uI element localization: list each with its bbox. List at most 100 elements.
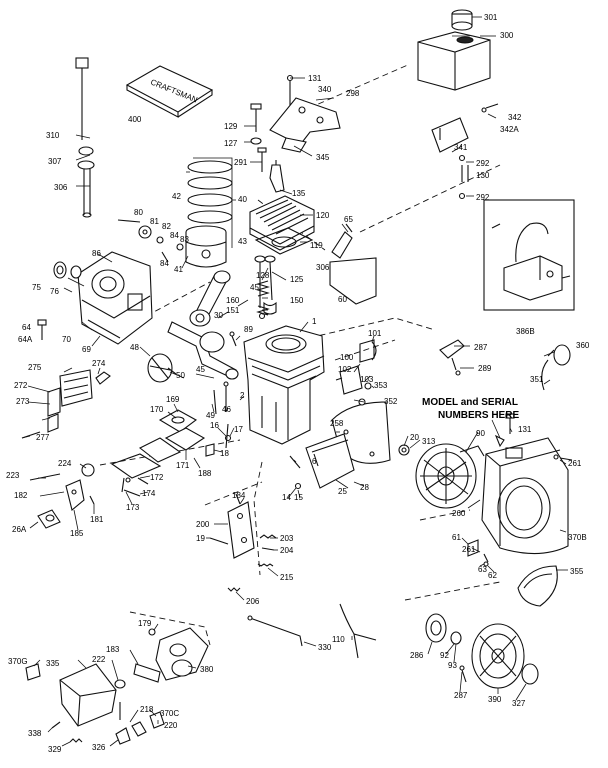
callout: 360 <box>576 341 590 350</box>
oil-seals <box>53 261 82 279</box>
cam-gear <box>147 353 177 383</box>
callout: 353 <box>374 381 388 390</box>
callout: 330 <box>318 643 332 652</box>
choke-parts <box>51 702 165 745</box>
callout: 169 <box>166 395 180 404</box>
housing-screws <box>505 413 573 461</box>
callout: 17 <box>234 425 243 434</box>
breather-assembly <box>335 339 377 395</box>
callout: 223 <box>6 471 20 480</box>
governor-link <box>29 463 95 529</box>
piston-rings <box>187 157 233 248</box>
crankcase-cover <box>77 251 153 345</box>
callout: 75 <box>32 283 41 292</box>
block-screws <box>289 453 319 490</box>
callout: 386B <box>516 327 535 336</box>
valves <box>254 255 277 315</box>
muffler-bracket <box>21 387 61 439</box>
callout: 272 <box>14 381 28 390</box>
callout: 277 <box>36 433 50 442</box>
callout: 390 <box>488 695 502 704</box>
callout: 172 <box>150 473 164 482</box>
callout: 25 <box>338 487 347 496</box>
recoil-starter <box>471 623 525 689</box>
callout: 342 <box>508 113 522 122</box>
callout: 181 <box>90 515 104 524</box>
callout: 84 <box>160 259 169 268</box>
callout: 400 <box>128 115 142 124</box>
callout: 131 <box>308 74 322 83</box>
callout: 131 <box>518 425 532 434</box>
callout: 183 <box>106 645 120 654</box>
note-line-2: NUMBERS HERE <box>438 410 519 421</box>
callout: 287 <box>474 343 488 352</box>
callout: 70 <box>62 335 71 344</box>
callout: 42 <box>172 192 181 201</box>
callout: 15 <box>294 493 303 502</box>
governor-bracket <box>209 493 255 559</box>
callout: 170 <box>150 405 164 414</box>
callout: 313 <box>422 437 436 446</box>
callout: 28 <box>360 483 369 492</box>
ignition-wire <box>339 603 377 659</box>
callout: 76 <box>50 287 59 296</box>
callout: 185 <box>70 529 84 538</box>
callout: 307 <box>48 157 62 166</box>
callout: 174 <box>142 489 156 498</box>
starter-handle <box>517 565 558 607</box>
callout: 258 <box>330 419 344 428</box>
head-gasket <box>254 227 314 255</box>
intake-parts <box>110 409 206 493</box>
engine-block <box>243 325 325 445</box>
air-cleaner <box>25 663 117 727</box>
callout: 130 <box>476 171 490 180</box>
starter-hardware <box>459 663 539 685</box>
callout: 40 <box>238 195 247 204</box>
callout: 19 <box>196 534 205 543</box>
valve-springs <box>256 280 270 320</box>
callout: 62 <box>488 571 497 580</box>
callout: 222 <box>92 655 106 664</box>
callout: 300 <box>500 31 514 40</box>
callout: 298 <box>346 89 360 98</box>
callout: 18 <box>220 449 229 458</box>
air-vane <box>329 223 377 305</box>
callout: 81 <box>150 217 159 226</box>
housing-hardware <box>467 539 489 567</box>
flywheel <box>415 443 485 509</box>
callout: 274 <box>92 359 106 368</box>
air-cleaner-seal <box>114 679 126 689</box>
callout: 64A <box>18 335 33 344</box>
callout: 49 <box>206 411 215 420</box>
back-plate <box>305 433 355 489</box>
fuel-tank-bracket <box>431 103 499 200</box>
callout: 93 <box>448 661 457 670</box>
callout: 1 <box>312 317 317 326</box>
callout: 380 <box>200 665 214 674</box>
callout: 291 <box>234 158 248 167</box>
callout: 41 <box>174 265 183 274</box>
callout: 150 <box>290 296 304 305</box>
callout: 2 <box>240 391 245 400</box>
piston <box>185 225 227 268</box>
callout: 69 <box>82 345 91 354</box>
governor-springs <box>227 534 277 592</box>
callout: 14 <box>282 493 291 502</box>
crankshaft <box>167 321 239 380</box>
carb-spacer <box>123 477 149 497</box>
crank-pin <box>229 331 237 347</box>
callout: 341 <box>454 143 468 152</box>
callout: 125 <box>290 275 304 284</box>
callout: 292 <box>476 193 490 202</box>
callout: 60 <box>338 295 347 304</box>
flywheel-key <box>398 444 410 456</box>
callout: 16 <box>210 421 219 430</box>
callout: 50 <box>176 371 185 380</box>
callout: 287 <box>454 691 468 700</box>
callout: 83 <box>180 235 189 244</box>
callout: 310 <box>46 131 60 140</box>
model-serial-note: MODEL and SERIAL NUMBERS HERE <box>422 397 519 448</box>
callout: 352 <box>384 397 398 406</box>
callout: 151 <box>226 306 240 315</box>
callout: 46 <box>222 405 231 414</box>
